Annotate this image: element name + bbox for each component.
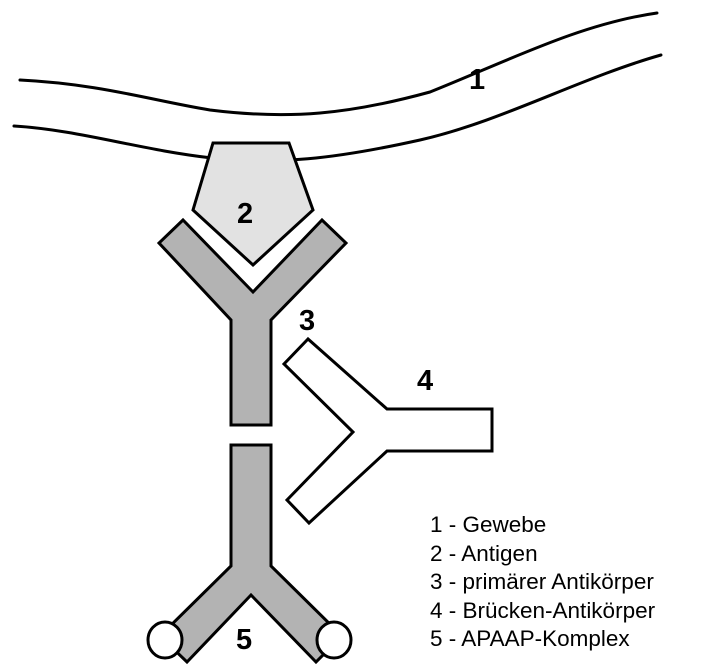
- legend: 1 - Gewebe 2 - Antigen 3 - primärer Anti…: [430, 511, 655, 654]
- bridge-antibody: [284, 339, 492, 523]
- enzyme-circle-left: [148, 622, 182, 658]
- legend-item-tissue: 1 - Gewebe: [430, 511, 655, 540]
- marker-apaap-complex: 5: [236, 624, 252, 656]
- marker-primary-antibody: 3: [299, 305, 315, 337]
- marker-antigen: 2: [237, 198, 253, 230]
- enzyme-circle-right: [317, 622, 351, 658]
- legend-item-bridge-antibody: 4 - Brücken-Antikörper: [430, 597, 655, 626]
- legend-item-apaap-complex: 5 - APAAP-Komplex: [430, 625, 655, 654]
- legend-item-primary-antibody: 3 - primärer Antikörper: [430, 568, 655, 597]
- tissue-lower-line: [14, 55, 661, 161]
- legend-item-antigen: 2 - Antigen: [430, 540, 655, 569]
- tissue-upper-line: [20, 13, 657, 115]
- marker-tissue: 1: [469, 64, 485, 96]
- tissue: [14, 13, 661, 161]
- marker-bridge-antibody: 4: [417, 365, 433, 397]
